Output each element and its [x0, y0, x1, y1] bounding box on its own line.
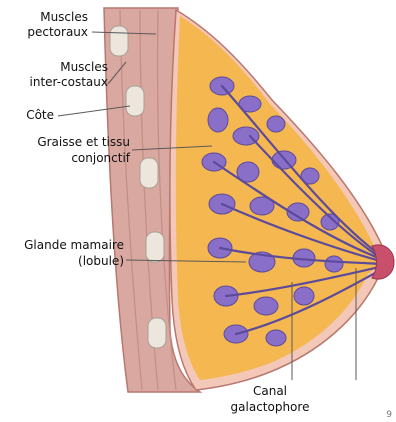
label-duct-line1: Canal [210, 384, 330, 398]
label-duct-line2: galactophore [210, 400, 330, 414]
label-gland-line2: (lobule) [4, 254, 124, 268]
label-pectoral-line2: pectoraux [10, 25, 88, 39]
label-fat-line2: conjonctif [4, 151, 130, 165]
rib-section [148, 318, 166, 348]
rib-section [146, 232, 164, 262]
label-fat-line1: Graisse et tissu [4, 135, 130, 149]
label-intercostal-line1: Muscles [10, 60, 108, 74]
rib-section [140, 158, 158, 188]
lobule [208, 108, 228, 132]
label-gland-line1: Glande mamaire [4, 238, 124, 252]
corner-mark: 9 [382, 408, 392, 422]
label-rib: Côte [10, 108, 54, 122]
label-intercostal-line2: inter-costaux [10, 75, 108, 89]
rib-section [110, 26, 128, 56]
lobule [267, 116, 285, 132]
label-pectoral-line1: Muscles [10, 10, 88, 24]
rib-section [126, 86, 144, 116]
lobule [266, 330, 286, 346]
lobule [325, 256, 343, 272]
lobule [254, 297, 278, 315]
lobule [294, 287, 314, 305]
